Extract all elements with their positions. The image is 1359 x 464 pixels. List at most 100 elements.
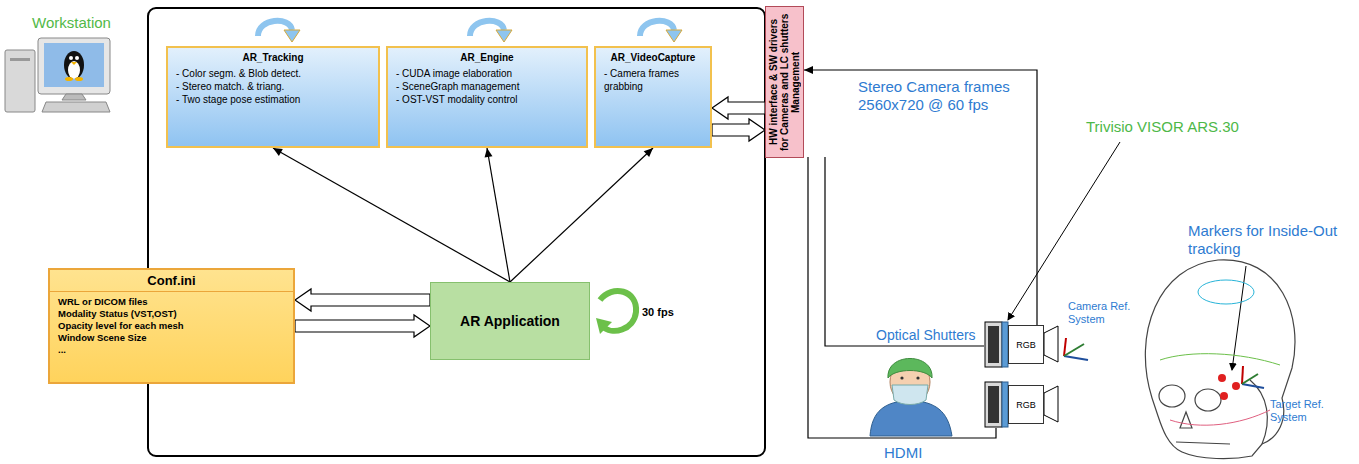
axis [1242, 374, 1258, 384]
tower-slot [10, 58, 30, 61]
connector [712, 97, 765, 119]
block-arrow [712, 119, 765, 141]
marker [1232, 382, 1240, 390]
workstation-frame [148, 8, 765, 456]
block-arrow [712, 97, 765, 119]
fps-loop-head [596, 318, 612, 334]
eye [916, 376, 919, 379]
text-label: Stereo Camera frames 2560x720 @ 60 fps [858, 78, 1028, 114]
loop-arrows [258, 21, 674, 36]
node-line: Modality Status (VST,OST) [58, 308, 285, 320]
node-line: - OST-VST modality control [396, 93, 578, 106]
camera-box: RGB [1008, 325, 1044, 364]
node-heading: AR_Tracking [176, 52, 370, 63]
skull [1145, 260, 1295, 459]
eye [900, 376, 903, 379]
vertical-text: HW interface & SW drivers for Cameras an… [768, 12, 801, 152]
node-line: - Color segm. & Blob detect. [176, 67, 370, 80]
gown [870, 400, 952, 436]
plan-line [1198, 280, 1254, 304]
connector [510, 148, 653, 282]
monitor-stand [62, 94, 86, 100]
axis [1064, 338, 1066, 356]
connector [804, 66, 1037, 325]
node-line: - Stereo match. & triang. [176, 80, 370, 93]
loop-head [666, 30, 682, 42]
node-heading: AR_VideoCapture [604, 52, 702, 63]
module-box: AR_Engine- CUDA image elaboration- Scene… [386, 46, 588, 148]
config-box: Conf.iniWRL or DICOM filesModality Statu… [48, 268, 295, 384]
module-box: AR_VideoCapture - Camera frames grabbing [594, 46, 712, 148]
mask [892, 385, 928, 405]
text-label: 30 fps [642, 306, 674, 319]
shutter-wire [825, 157, 984, 346]
text-label: Workstation [32, 14, 111, 32]
loop-heads [284, 30, 682, 42]
connector [485, 148, 510, 282]
leader-line [1008, 142, 1120, 320]
node-line: Opacity level for each mesh [58, 320, 285, 332]
connector-line [273, 148, 510, 282]
node-heading: HW interface & SW drivers for Cameras an… [768, 12, 801, 152]
loop-head [496, 30, 512, 42]
display [985, 382, 1002, 427]
tux-body [64, 51, 84, 79]
plan-line [1170, 410, 1270, 425]
node-line: - Camera frames grabbing [604, 67, 702, 93]
display-screen [988, 326, 999, 363]
connector-line [487, 148, 510, 282]
node-heading: RGB [1016, 400, 1036, 410]
text-label: Camera Ref. System [1068, 300, 1134, 326]
connector-line [804, 70, 1037, 325]
connector [295, 289, 430, 311]
teeth-line [1176, 442, 1230, 444]
computer-icon [5, 38, 110, 112]
axis [1064, 344, 1084, 356]
text-label: Trivisio VISOR ARS.30 [1086, 118, 1239, 136]
connector [712, 119, 765, 141]
nasal [1180, 412, 1192, 428]
node-heading: Conf.ini [50, 273, 293, 292]
camera-lens [1044, 326, 1058, 362]
camera-box: RGB [1008, 385, 1044, 424]
connector [295, 315, 430, 337]
tux-belly [68, 61, 80, 79]
tower [5, 50, 35, 112]
axis [1242, 366, 1243, 384]
text-label: Target Ref. System [1270, 398, 1336, 424]
node-line: - Two stage pose estimation [176, 93, 370, 106]
camera-lens [1044, 386, 1058, 422]
display [985, 322, 1002, 367]
arrow-head [485, 148, 493, 158]
axis [1242, 384, 1264, 388]
node-heading: AR_Engine [396, 52, 578, 63]
tux-beak [71, 62, 77, 65]
text-label: Markers for Inside-Out tracking [1188, 222, 1356, 258]
tux-foot [65, 77, 73, 81]
connector [273, 148, 510, 282]
arrow-head [273, 148, 283, 156]
cap [888, 359, 932, 379]
driver-box: HW interface & SW drivers for Cameras an… [765, 6, 804, 158]
tux-foot [75, 77, 83, 81]
text-label: HDMI [884, 444, 922, 462]
block-arrow [295, 315, 430, 337]
node-heading: AR Application [460, 313, 560, 329]
surgeon [870, 359, 952, 437]
eye-socket [1195, 389, 1221, 411]
marker [1218, 374, 1226, 382]
axis [1064, 356, 1088, 360]
process-box: AR Application [430, 282, 590, 360]
connector-line [510, 148, 653, 282]
camera-axes [1064, 338, 1088, 360]
keyboard [42, 102, 110, 112]
node-line: WRL or DICOM files [58, 296, 285, 308]
node-line: ... [58, 344, 285, 356]
node-heading: RGB [1016, 340, 1036, 350]
block-arrow [295, 289, 430, 311]
text-label: Optical Shutters [876, 327, 976, 344]
loop-head [284, 30, 300, 42]
hdmi-wire [808, 157, 996, 438]
marker [1220, 392, 1228, 400]
